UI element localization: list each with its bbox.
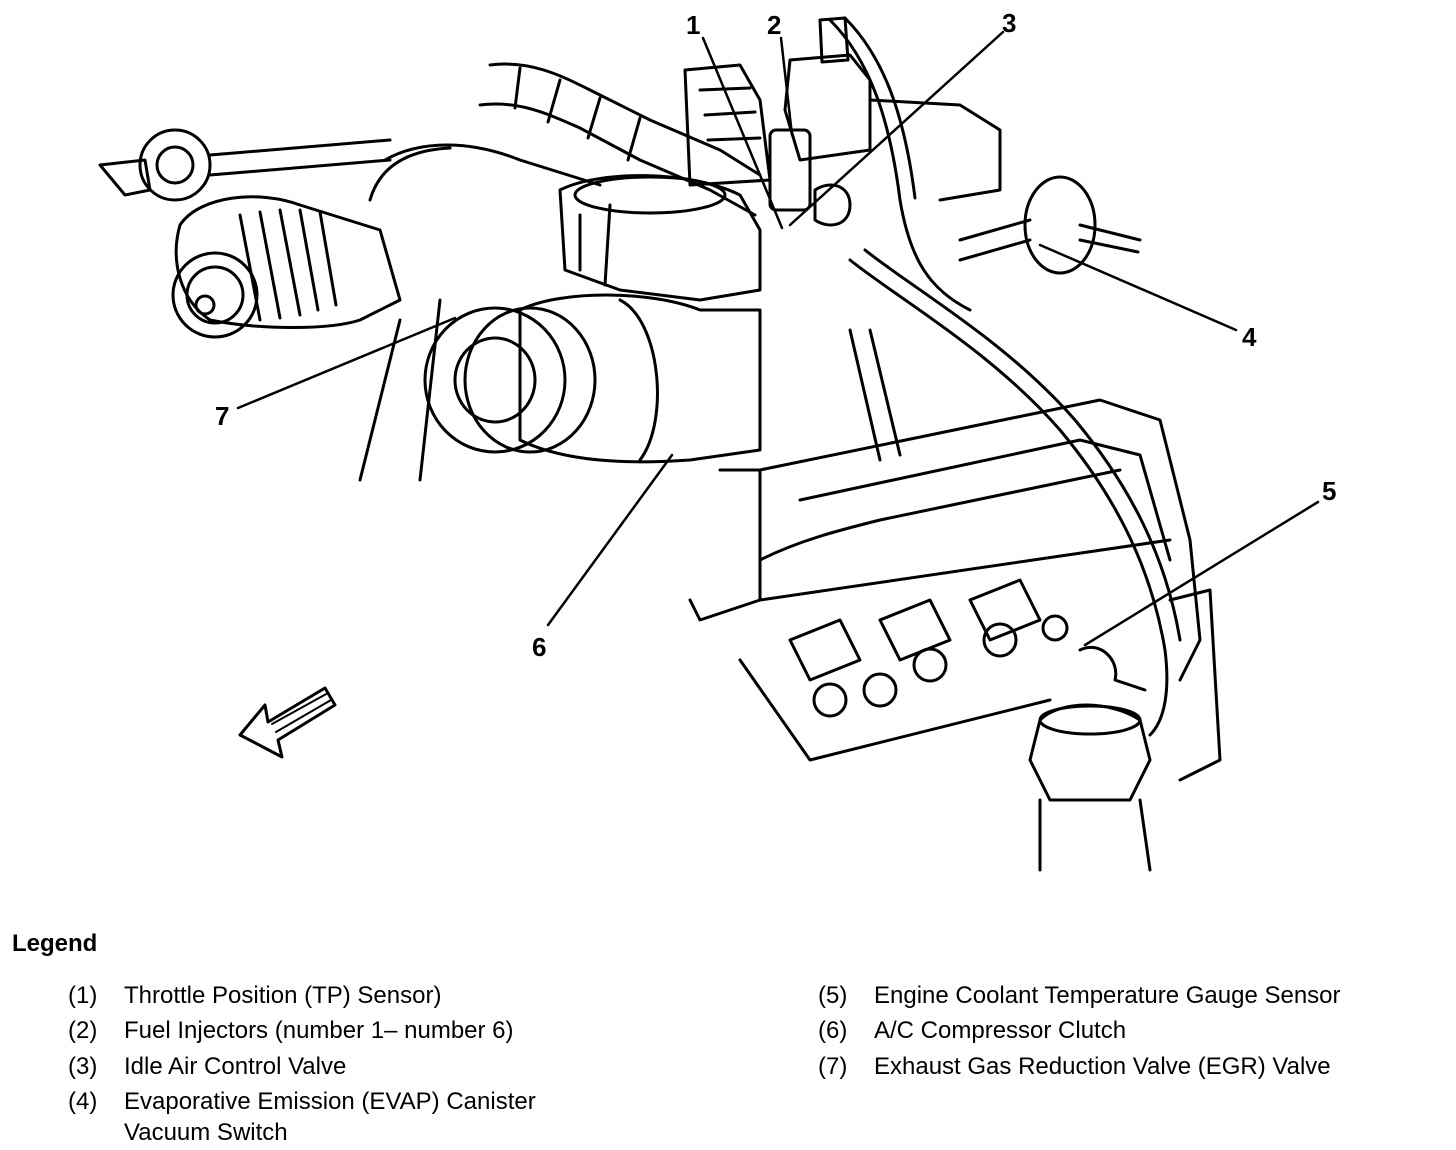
leader-line-4	[1038, 243, 1238, 332]
leader-line-6	[546, 453, 674, 627]
legend-item-label: Exhaust Gas Reduction Valve (EGR) Valve	[874, 1053, 1331, 1080]
legend-item-label: Evaporative Emission (EVAP) Canister Vac…	[124, 1088, 536, 1146]
leader-line-1	[701, 36, 784, 230]
callout-7: 7	[215, 401, 229, 431]
evap-switch	[958, 175, 1142, 275]
legend-item-3: (3) Idle Air Control Valve	[68, 1051, 346, 1082]
leader-line-7	[236, 316, 457, 410]
leader-line-2	[779, 36, 794, 137]
legend-item-2: (2) Fuel Injectors (number 1– number 6)	[68, 1015, 514, 1046]
legend-item-label: Fuel Injectors (number 1– number 6)	[124, 1017, 514, 1044]
legend-item-7: (7) Exhaust Gas Reduction Valve (EGR) Va…	[818, 1051, 1331, 1082]
engine-diagram: 1 2 3 4 5 6 7	[98, 8, 1336, 872]
legend: Legend (1) Throttle Position (TP) Sensor…	[0, 920, 1456, 1150]
wiring-harness	[368, 16, 1182, 737]
leader-line-5	[1083, 500, 1320, 647]
intake-hose	[478, 62, 762, 217]
front-arrow-icon	[238, 686, 337, 759]
ac-compressor	[358, 293, 762, 482]
callout-6: 6	[532, 632, 546, 662]
alternator	[171, 195, 402, 339]
legend-item-label: Throttle Position (TP) Sensor)	[124, 982, 442, 1009]
legend-item-number: (3)	[68, 1053, 98, 1080]
legend-item-label: A/C Compressor Clutch	[874, 1017, 1127, 1044]
legend-title: Legend	[12, 930, 98, 957]
legend-item-1: (1) Throttle Position (TP) Sensor)	[68, 980, 441, 1011]
engine-block	[688, 398, 1202, 762]
egr-exhaust	[1028, 588, 1222, 872]
legend-item-number: (5)	[818, 982, 848, 1009]
throttle-body	[558, 63, 812, 302]
legend-item-label: Engine Coolant Temperature Gauge Sensor	[874, 982, 1341, 1009]
callout-1: 1	[686, 10, 700, 40]
legend-item-number: (6)	[818, 1017, 848, 1044]
callout-2: 2	[767, 10, 781, 40]
legend-item-number: (2)	[68, 1017, 98, 1044]
legend-item-number: (7)	[818, 1053, 848, 1080]
callout-3: 3	[1002, 8, 1016, 38]
leader-line-3	[788, 30, 1005, 227]
legend-item-label: Idle Air Control Valve	[124, 1053, 347, 1080]
legend-item-5: (5) Engine Coolant Temperature Gauge Sen…	[818, 980, 1341, 1011]
legend-item-number: (1)	[68, 982, 98, 1009]
legend-item-4: (4) Evaporative Emission (EVAP) Canister…	[68, 1086, 536, 1148]
callout-4: 4	[1242, 322, 1257, 352]
fuel-rail	[783, 16, 1002, 227]
legend-item-number: (4)	[68, 1088, 98, 1115]
oil-filler-cap	[98, 128, 392, 202]
callout-5: 5	[1322, 476, 1336, 506]
legend-item-6: (6) A/C Compressor Clutch	[818, 1015, 1126, 1046]
